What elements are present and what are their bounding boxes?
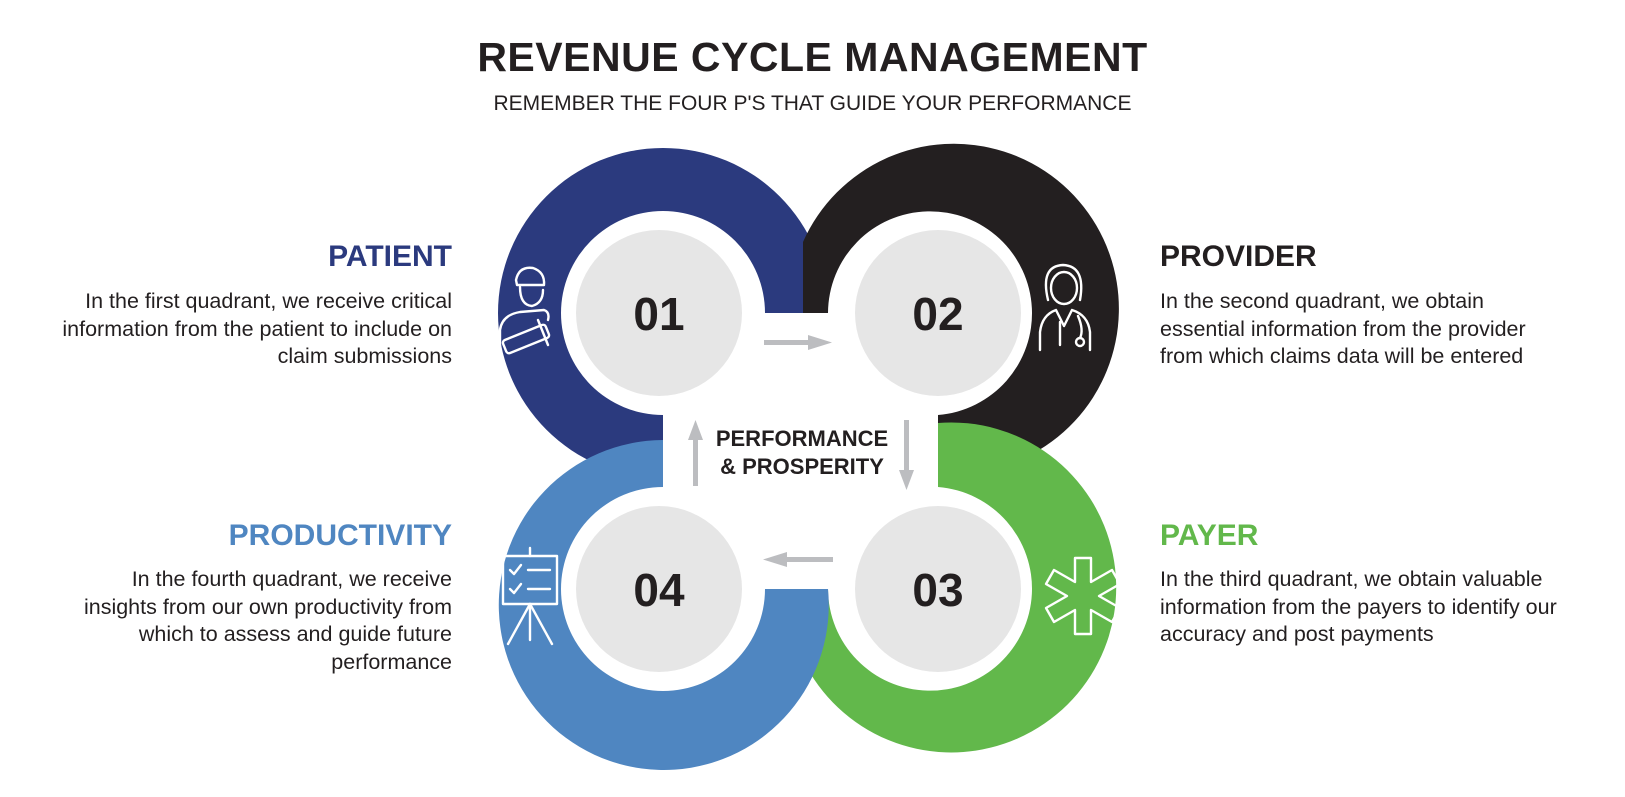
patient-icon: [498, 266, 551, 355]
hub-01: [576, 230, 742, 396]
page-title: REVENUE CYCLE MANAGEMENT: [477, 34, 1148, 80]
text-provider: In the second quadrant, we obtain essent…: [1160, 289, 1526, 368]
ring-provider: [803, 143, 1119, 474]
doctor-icon: [1038, 263, 1092, 352]
arrow-left: [763, 552, 833, 567]
hub-number-01: 01: [633, 288, 684, 340]
text-productivity: In the fourth quadrant, we receive insig…: [83, 567, 452, 674]
hub-number-03: 03: [912, 564, 963, 616]
heading-productivity: PRODUCTIVITY: [228, 519, 452, 552]
hub-04: [576, 506, 742, 672]
text-payer: In the third quadrant, we obtain valuabl…: [1160, 567, 1557, 646]
center-label-line2: & PROSPERITY: [720, 454, 884, 479]
hub-number-04: 04: [633, 564, 685, 616]
arrow-down: [899, 420, 914, 490]
text-patient: In the first quadrant, we receive critic…: [62, 289, 452, 368]
hub-03: [855, 506, 1021, 672]
page-subtitle: REMEMBER THE FOUR P'S THAT GUIDE YOUR PE…: [493, 92, 1132, 115]
arrow-right: [764, 335, 832, 350]
heading-payer: PAYER: [1160, 519, 1259, 552]
heading-provider: PROVIDER: [1160, 240, 1317, 273]
heading-patient: PATIENT: [328, 240, 452, 273]
hub-02: [855, 230, 1021, 396]
ring-patient: [498, 148, 828, 478]
star-of-life-icon: [1044, 556, 1122, 636]
center-label-line1: PERFORMANCE: [716, 426, 888, 451]
arrow-up: [688, 420, 703, 486]
presentation-board-icon: [501, 546, 559, 646]
ring-payer: [803, 422, 1117, 753]
hub-number-02: 02: [912, 288, 963, 340]
ring-productivity: [498, 440, 829, 770]
